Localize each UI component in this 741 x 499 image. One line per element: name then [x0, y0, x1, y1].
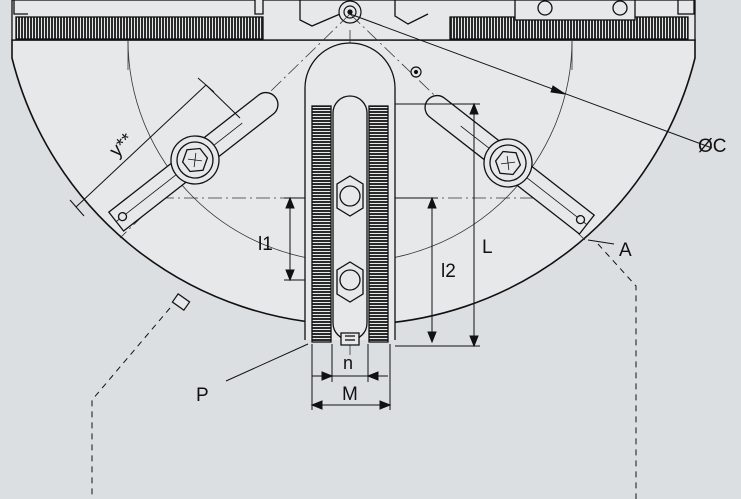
y-dimension	[69, 77, 241, 217]
label-m: M	[342, 384, 358, 405]
l-dimension	[395, 102, 480, 348]
diameter-dimension	[349, 13, 713, 149]
center-pin	[338, 0, 362, 24]
label-diameter: ØC	[698, 136, 727, 157]
label-l1: l1	[258, 234, 273, 255]
label-a: A	[619, 240, 632, 261]
right-jaw	[424, 94, 596, 235]
label-l: L	[482, 237, 493, 258]
l2-dimension	[395, 196, 438, 344]
l1-dimension	[284, 196, 305, 282]
side-pin	[171, 293, 191, 311]
n-dimension	[312, 344, 388, 382]
label-n: n	[343, 353, 353, 373]
left-jaw	[107, 91, 279, 232]
central-slot	[304, 42, 396, 346]
label-p: P	[196, 385, 209, 406]
leader-lines	[91, 239, 637, 499]
label-l2: l2	[441, 261, 456, 282]
m-dimension	[310, 344, 392, 410]
marker-circle	[410, 66, 422, 78]
